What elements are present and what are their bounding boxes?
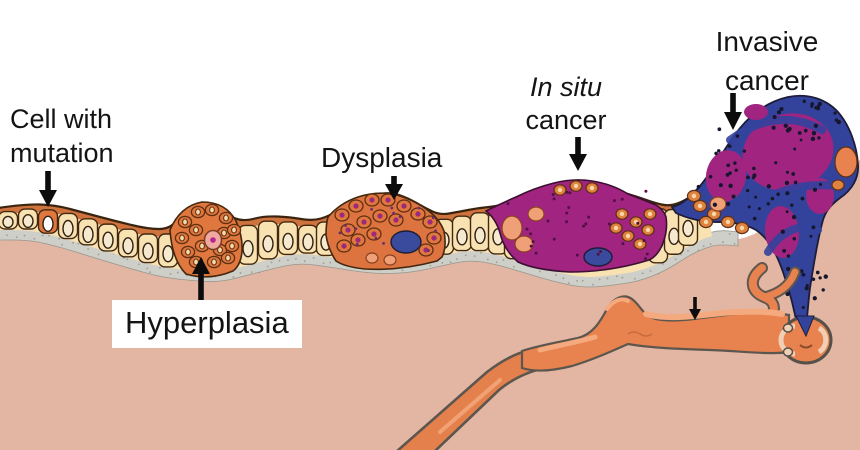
arrow-down-small-icon bbox=[689, 297, 701, 320]
label-invasive-cancer: Invasive cancer bbox=[700, 22, 834, 100]
label-hyperplasia: Hyperplasia bbox=[112, 300, 302, 348]
arrow-down-icon bbox=[569, 137, 587, 171]
abnormal-blue-cell-cluster bbox=[583, 247, 613, 267]
abnormal-blue-cell-cluster bbox=[390, 230, 422, 254]
label-line: mutation bbox=[10, 138, 114, 168]
annotation-arrows bbox=[39, 93, 742, 320]
label-line: Cell with bbox=[10, 104, 113, 134]
hyperplasia-region bbox=[169, 201, 243, 278]
in-situ-cancer-region bbox=[484, 179, 668, 273]
arrow-down-icon bbox=[724, 93, 742, 130]
arrow-up-icon bbox=[192, 257, 210, 303]
label-line: Invasive bbox=[715, 26, 819, 57]
invasive-cancer-region bbox=[670, 94, 859, 332]
label-cell-with-mutation: Cell with mutation bbox=[10, 102, 114, 170]
tissue-layer bbox=[0, 159, 860, 450]
label-line: cancer bbox=[525, 105, 607, 135]
blood-vessel bbox=[396, 295, 791, 450]
arrow-down-icon bbox=[39, 171, 57, 207]
invading-cancer-tip bbox=[795, 315, 815, 338]
label-line: In situ bbox=[529, 72, 603, 102]
dysplasia-region bbox=[325, 192, 446, 271]
label-line: Dysplasia bbox=[321, 142, 443, 173]
label-line: Hyperplasia bbox=[125, 305, 289, 340]
label-dysplasia: Dysplasia bbox=[321, 142, 442, 174]
vessel-cross-section bbox=[778, 315, 833, 365]
arrow-down-icon bbox=[385, 176, 403, 200]
label-in-situ-cancer: In situ cancer bbox=[500, 71, 632, 137]
label-line: cancer bbox=[724, 65, 810, 96]
